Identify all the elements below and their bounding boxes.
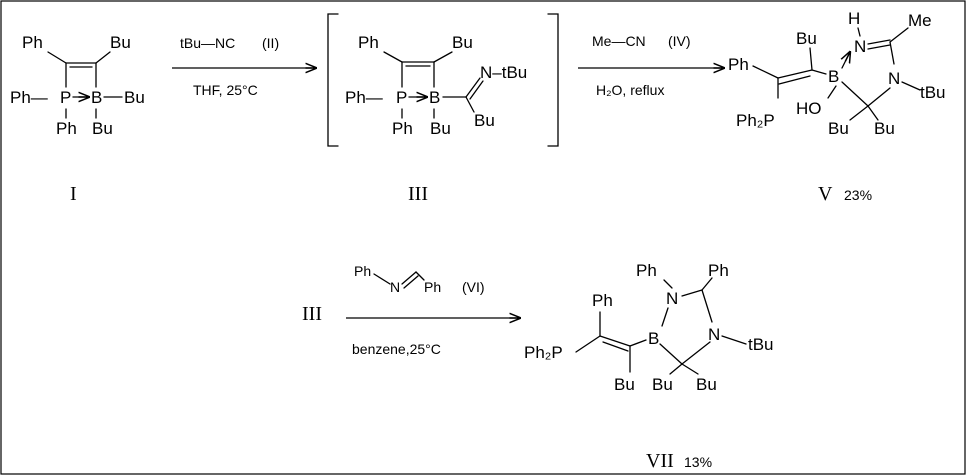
compound-I: Ph Bu Ph— P B Bu Ph Bu I [10, 33, 145, 205]
atom-ph2p: Ph₂P [736, 111, 775, 130]
condition-text: H₂O, reflux [596, 82, 664, 98]
atom-me: Me [908, 11, 932, 30]
atom-b: B [429, 88, 440, 107]
reaction-arrow-1: tBu—NC (II) THF, 25°C [172, 35, 316, 98]
atom-ph: Ph [424, 279, 441, 295]
atom-ph2p: Ph₂P [524, 343, 563, 362]
reaction-arrow-3: Ph N Ph (VI) benzene,25°C [346, 263, 520, 357]
atom-tbu: tBu [920, 83, 946, 102]
reagent-tag: (VI) [462, 279, 485, 295]
atom-n: N [390, 279, 400, 295]
compound-label-III: III [302, 303, 322, 325]
compound-VII: Ph₂P Ph Bu B N Ph Ph N tBu Bu Bu VII 13% [524, 261, 774, 472]
atom-p: P [396, 88, 407, 107]
reaction-arrow-2: Me—CN (IV) H₂O, reflux [578, 33, 724, 98]
atom-ph: Ph— [10, 88, 48, 107]
atom-b: B [91, 88, 102, 107]
yield-V: 23% [844, 187, 872, 203]
atom-bu: Bu [652, 375, 673, 394]
atom-b: B [648, 329, 659, 348]
atom-n: N [888, 69, 900, 88]
condition-text: benzene,25°C [352, 341, 441, 357]
atom-bu: Bu [828, 119, 849, 138]
atom-h: H [848, 9, 860, 28]
atom-bu: Bu [696, 375, 717, 394]
atom-bu: Bu [92, 119, 113, 138]
atom-bu: Bu [796, 29, 817, 48]
atom-ho: HO [796, 99, 822, 118]
atom-ph: Ph [354, 263, 371, 279]
atom-n: N [854, 37, 866, 56]
atom-n-tbu: N–tBu [480, 63, 527, 82]
atom-ph: Ph [636, 261, 657, 280]
compound-V: Ph Ph₂P Bu B H N Me N tBu HO Bu Bu V 23% [728, 9, 946, 205]
atom-n: N [666, 289, 678, 308]
atom-bu: Bu [874, 119, 895, 138]
atom-bu: Bu [124, 88, 145, 107]
atom-ph: Ph [592, 291, 613, 310]
compound-label-VII: VII [646, 450, 674, 472]
atom-ph: Ph [728, 55, 749, 74]
compound-label-V: V [818, 183, 833, 205]
reagent-tag: (IV) [668, 33, 691, 49]
atom-tbu: tBu [748, 335, 774, 354]
compound-label-III: III [408, 183, 428, 205]
atom-p: P [60, 88, 71, 107]
atom-bu: Bu [474, 111, 495, 130]
condition-text: THF, 25°C [193, 82, 258, 98]
compound-label-I: I [70, 183, 77, 205]
reagent-tag: (II) [262, 35, 279, 51]
yield-VII: 13% [684, 454, 712, 470]
atom-ph: Ph [358, 33, 379, 52]
atom-bu: Bu [614, 375, 635, 394]
atom-bu: Bu [430, 119, 451, 138]
compound-III: Ph Bu Ph— P B N–tBu Bu Ph Bu III [327, 13, 559, 205]
reagent-VI-structure: Ph N Ph [354, 263, 441, 295]
atom-ph: Ph [708, 261, 729, 280]
atom-n: N [708, 325, 720, 344]
reagent-text: Me—CN [592, 33, 646, 49]
compound-III-repeat: III [302, 303, 322, 325]
atom-ph: Ph [56, 119, 77, 138]
atom-bu: Bu [110, 33, 131, 52]
atom-ph: Ph [392, 119, 413, 138]
reagent-text: tBu—NC [180, 35, 235, 51]
atom-ph: Ph— [345, 88, 383, 107]
atom-b: B [828, 67, 839, 86]
atom-ph: Ph [22, 33, 43, 52]
atom-bu: Bu [452, 33, 473, 52]
